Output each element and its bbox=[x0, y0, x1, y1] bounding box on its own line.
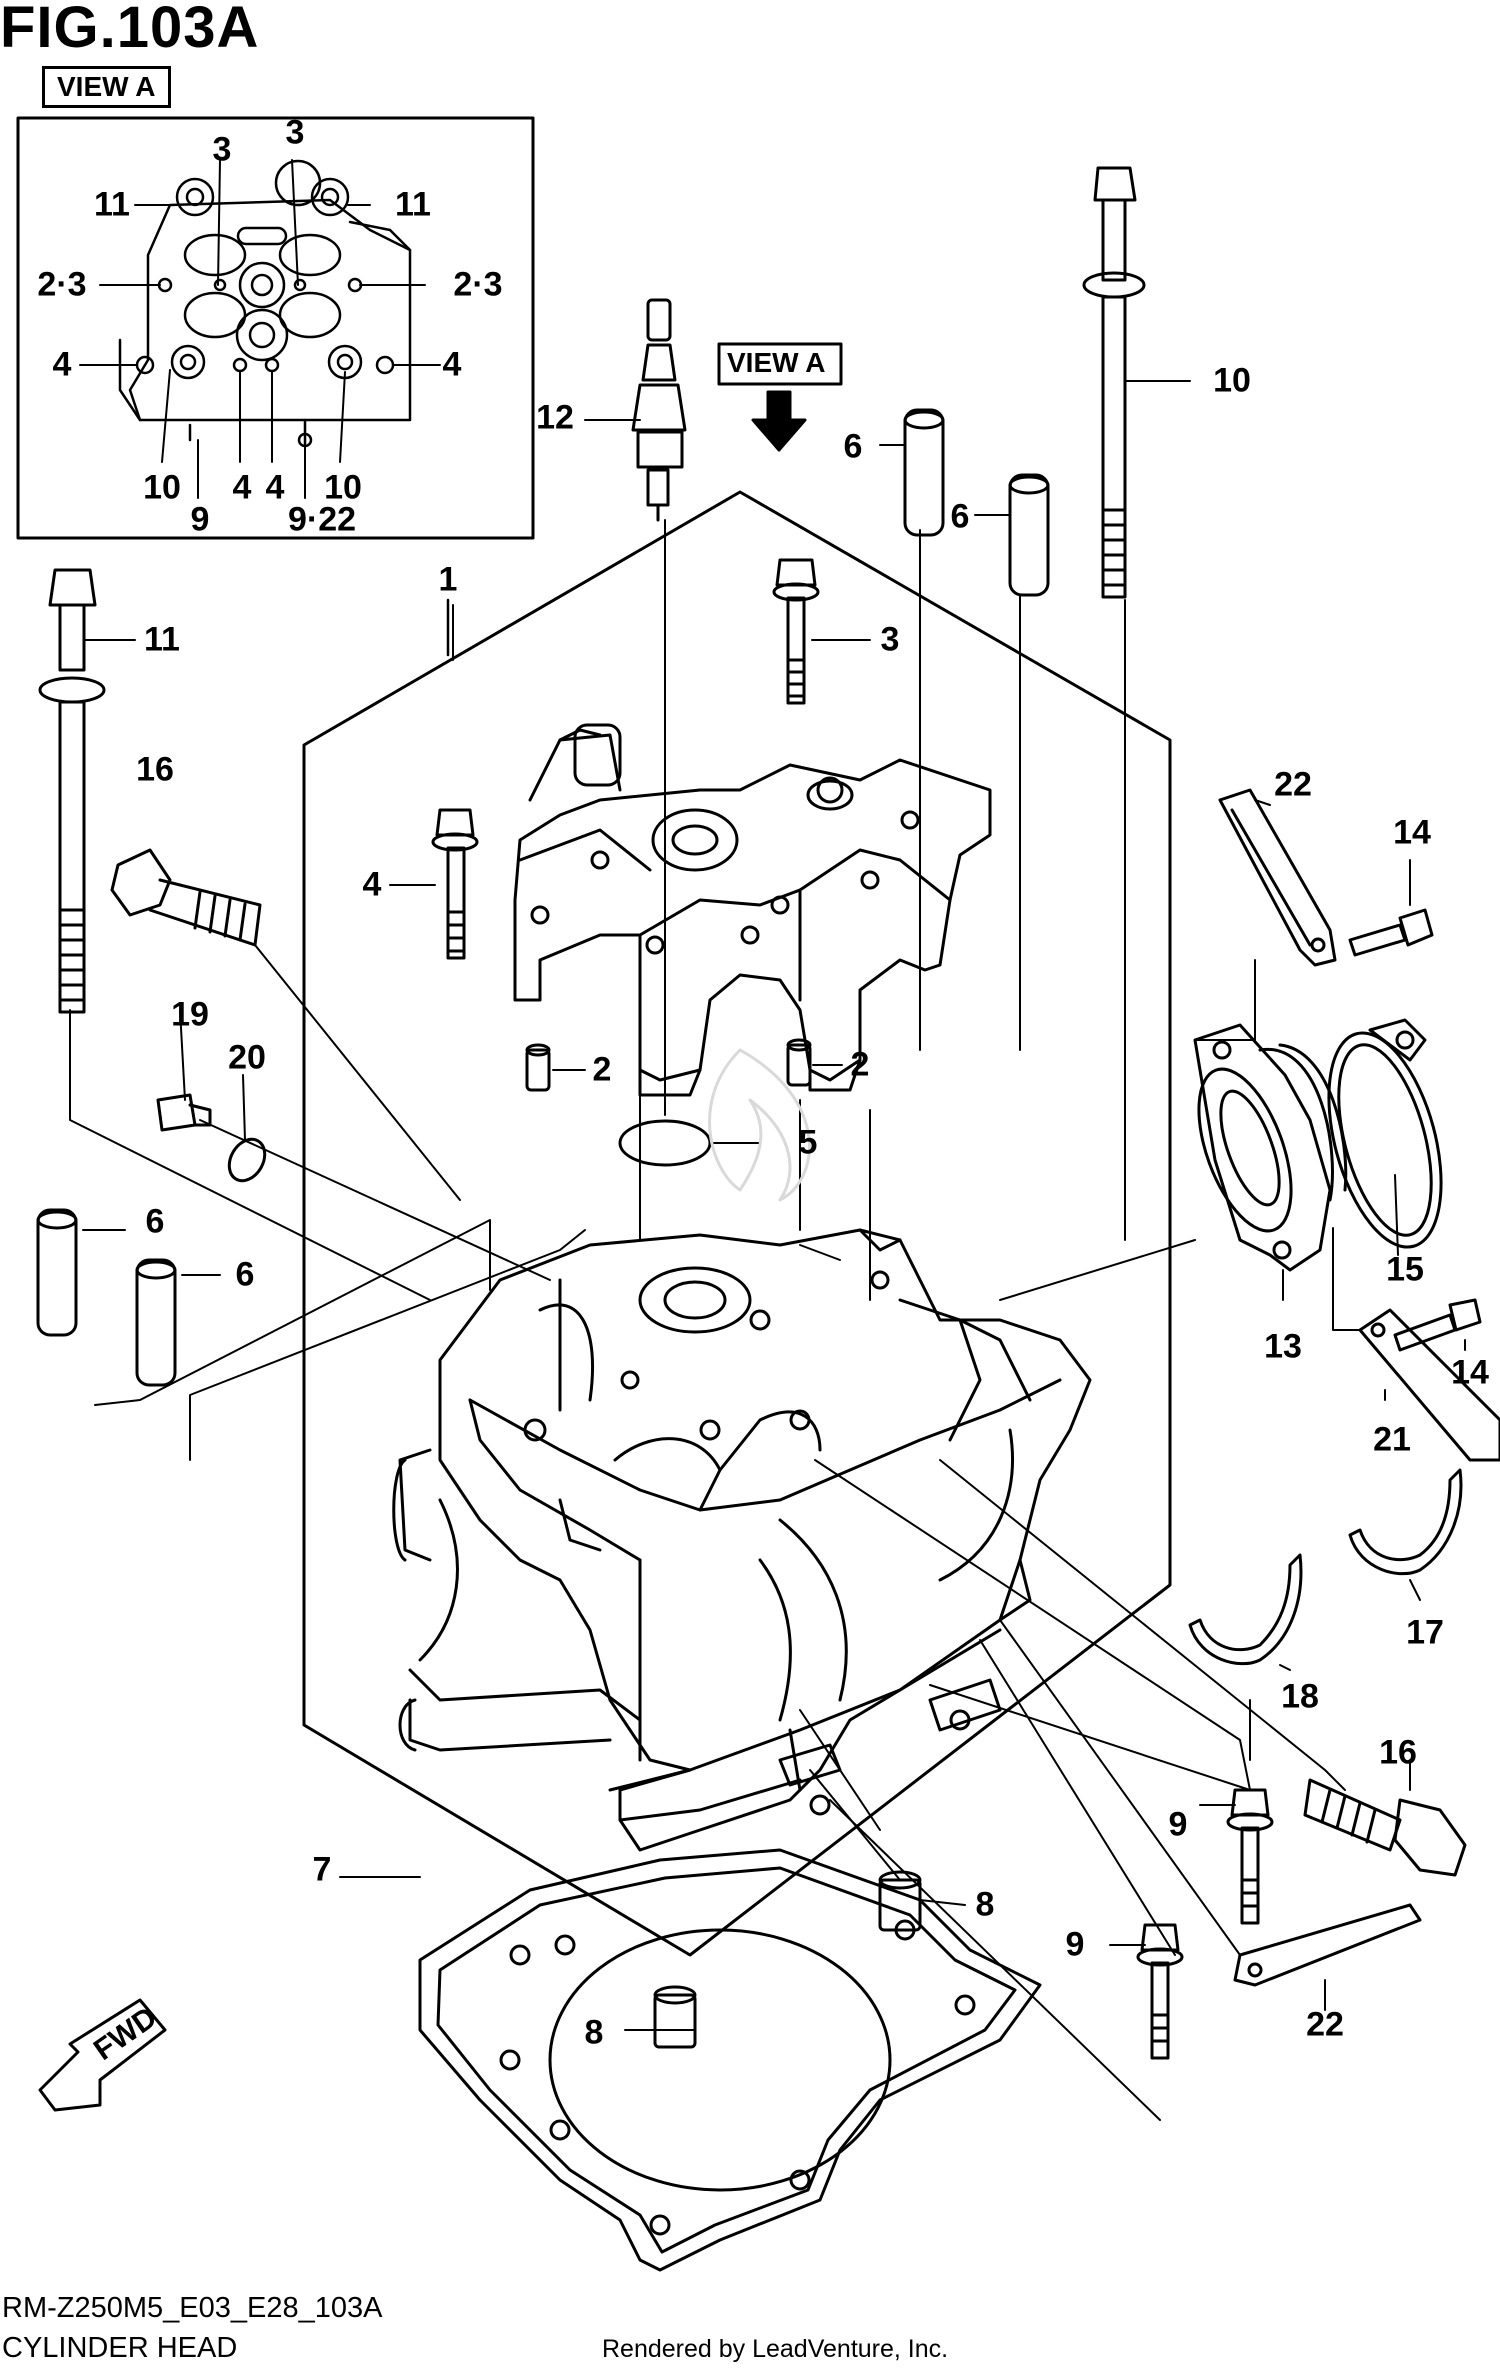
callout-6-top-a: 6 bbox=[843, 427, 863, 466]
callout-8-upper: 8 bbox=[975, 1885, 995, 1924]
inset-callout-4-left: 4 bbox=[52, 345, 72, 384]
callout-6-left-a: 6 bbox=[145, 1202, 165, 1241]
callout-9-lower: 9 bbox=[1065, 1925, 1085, 1964]
spark-plug bbox=[631, 298, 687, 522]
oil-seal-18 bbox=[1188, 1553, 1303, 1666]
callout-5: 5 bbox=[798, 1123, 818, 1162]
callout-2-right: 2 bbox=[850, 1045, 870, 1084]
callout-3: 3 bbox=[880, 620, 900, 659]
inset-callout-11-left: 11 bbox=[94, 185, 130, 224]
callout-22-upper: 22 bbox=[1274, 765, 1312, 804]
callout-22-lower: 22 bbox=[1306, 2005, 1344, 2044]
inset-callout-9: 9 bbox=[190, 500, 210, 539]
callout-17: 17 bbox=[1406, 1613, 1444, 1652]
inset-callout-2-3-left: 2·3 bbox=[37, 265, 87, 304]
view-a-inset-frame bbox=[16, 116, 535, 540]
fwd-arrow bbox=[38, 1998, 167, 2112]
inset-callout-10-right: 10 bbox=[324, 468, 362, 507]
callout-10: 10 bbox=[1213, 361, 1251, 400]
dowel-pin-2-right bbox=[786, 1038, 812, 1087]
inset-callout-2-3-right: 2·3 bbox=[453, 265, 503, 304]
o-ring-5 bbox=[618, 1119, 712, 1167]
callout-1: 1 bbox=[438, 560, 458, 599]
bracket-21 bbox=[1358, 1308, 1500, 1462]
stud-bolt-10 bbox=[1082, 166, 1146, 599]
view-a-arrow bbox=[751, 390, 807, 452]
cylinder-head-body bbox=[392, 1228, 1092, 1852]
callout-14-lower: 14 bbox=[1451, 1353, 1489, 1392]
callout-13: 13 bbox=[1264, 1327, 1302, 1366]
bolt-3 bbox=[772, 558, 820, 705]
bolt-4 bbox=[431, 808, 479, 960]
callout-19: 19 bbox=[171, 995, 209, 1034]
bolt-14-lower bbox=[1393, 1298, 1482, 1352]
callout-2-left: 2 bbox=[592, 1050, 612, 1089]
intake-clamp bbox=[1327, 1018, 1443, 1249]
bolt-14-upper bbox=[1348, 908, 1434, 957]
callout-11: 11 bbox=[144, 620, 180, 659]
plug-19 bbox=[156, 1093, 212, 1132]
inset-callout-3-left: 3 bbox=[212, 130, 232, 169]
kit-outline bbox=[302, 490, 1172, 1957]
valve-seal-6-d bbox=[135, 1258, 177, 1387]
callout-6-left-b: 6 bbox=[235, 1255, 255, 1294]
callout-15: 15 bbox=[1386, 1250, 1424, 1289]
inset-callout-4-right: 4 bbox=[442, 345, 462, 384]
inset-callout-10-left: 10 bbox=[143, 468, 181, 507]
inset-callout-4-mid-left: 4 bbox=[232, 468, 252, 507]
view-a-leader-lines bbox=[79, 159, 441, 499]
bracket-22-upper bbox=[1218, 788, 1337, 967]
callout-16-right: 16 bbox=[1379, 1733, 1417, 1772]
callout-21: 21 bbox=[1373, 1420, 1411, 1459]
callout-9-upper: 9 bbox=[1168, 1805, 1188, 1844]
dowel-pin-2-left bbox=[525, 1043, 551, 1092]
bracket-22-lower bbox=[1233, 1903, 1422, 1987]
figure-title: FIG.103A bbox=[0, 0, 260, 60]
figure-code: RM-Z250M5_E03_E28_103A bbox=[2, 2292, 383, 2324]
callout-12: 12 bbox=[536, 398, 574, 437]
callout-6-top-b: 6 bbox=[950, 497, 970, 536]
head-gasket-7 bbox=[418, 1848, 1042, 2272]
callout-4: 4 bbox=[362, 865, 382, 904]
camshaft-holder bbox=[513, 723, 992, 1097]
view-a-arrow-label: VIEW A bbox=[727, 347, 826, 378]
stud-bolt-11 bbox=[38, 568, 106, 1014]
intake-pipe bbox=[1193, 1023, 1348, 1272]
view-a-arrow-box bbox=[717, 342, 843, 386]
inset-callout-3-right: 3 bbox=[285, 113, 305, 152]
valve-seal-6-b bbox=[1008, 473, 1050, 597]
leader-lines bbox=[69, 380, 1466, 2121]
watermark-flame-icon bbox=[708, 1048, 811, 1202]
callout-14-upper: 14 bbox=[1393, 813, 1431, 852]
dowel-pin-8-lower bbox=[653, 1985, 697, 2049]
callout-7: 7 bbox=[312, 1850, 332, 1889]
bolt-9-lower bbox=[1136, 1923, 1184, 2060]
callout-18: 18 bbox=[1281, 1677, 1319, 1716]
render-credit: Rendered by LeadVenture, Inc. bbox=[602, 2335, 949, 2363]
bolt-16-left bbox=[110, 848, 262, 947]
figure-name: CYLINDER HEAD bbox=[2, 2332, 238, 2364]
valve-seal-6-a bbox=[903, 408, 945, 537]
washer-20 bbox=[227, 1137, 267, 1183]
inset-callout-9-22: 9·22 bbox=[287, 500, 357, 539]
callout-16-left: 16 bbox=[136, 750, 174, 789]
inset-callout-4-mid-right: 4 bbox=[265, 468, 285, 507]
view-a-head-top bbox=[118, 159, 412, 448]
inset-callout-11-right: 11 bbox=[395, 185, 431, 224]
bolt-16-right bbox=[1303, 1778, 1467, 1877]
valve-seal-6-c bbox=[36, 1208, 78, 1337]
callout-8-lower: 8 bbox=[584, 2013, 604, 2052]
view-a-tag: VIEW A bbox=[42, 66, 171, 108]
bolt-9-upper bbox=[1226, 1788, 1274, 1925]
callout-20: 20 bbox=[228, 1038, 266, 1077]
oil-seal-17 bbox=[1348, 1468, 1463, 1576]
